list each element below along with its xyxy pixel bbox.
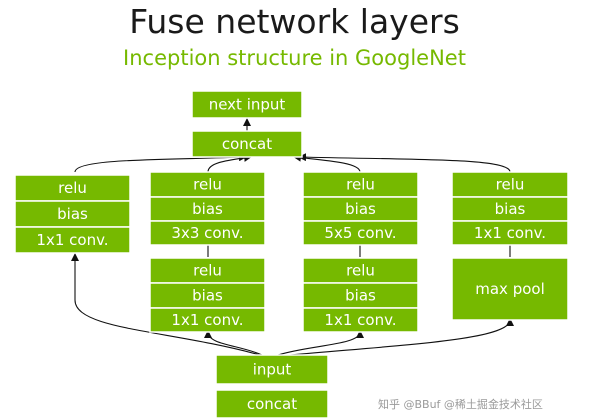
b2-relu-bot-label: relu <box>193 262 222 280</box>
connector-branch2-to-concat <box>207 153 252 173</box>
diagram-title: Fuse network layers <box>129 2 460 41</box>
box-concat-bottom-label: concat <box>247 395 297 413</box>
b3-conv-top-label: 5x5 conv. <box>324 224 396 242</box>
box-next-input-label: next input <box>209 96 286 114</box>
connector-branch1-to-concat <box>74 153 247 173</box>
watermark: 知乎 @BBuf @稀土掘金技术社区 <box>378 398 543 411</box>
connector-branch4-to-concat <box>298 153 511 173</box>
box-next-input: next input <box>191 90 303 119</box>
connector-input-to-branch2 <box>204 330 263 356</box>
b4-pool-label: max pool <box>475 280 545 298</box>
b1-relu-label: relu <box>58 179 87 197</box>
connector-input-to-branch4 <box>289 318 514 356</box>
connectors <box>71 118 514 356</box>
connector-input-to-branch3 <box>277 330 364 356</box>
b2-conv-bot-label: 1x1 conv. <box>171 311 243 329</box>
branch-4: relu bias 1x1 conv. max pool <box>451 171 569 321</box>
box-input-label: input <box>253 361 292 379</box>
b4-conv-label: 1x1 conv. <box>474 224 546 242</box>
b3-bias-top-label: bias <box>345 200 376 218</box>
box-concat-top-label: concat <box>222 135 272 153</box>
b2-bias-top-label: bias <box>192 200 223 218</box>
b4-bias-label: bias <box>495 200 526 218</box>
b3-conv-bot-label: 1x1 conv. <box>324 311 396 329</box>
box-input: input <box>215 354 329 385</box>
b2-relu-top-label: relu <box>193 176 222 194</box>
b4-relu-label: relu <box>496 176 525 194</box>
b3-relu-top-label: relu <box>346 176 375 194</box>
connector-branch3-to-concat <box>293 153 361 173</box>
diagram-subtitle: Inception structure in GoogleNet <box>123 46 466 70</box>
b1-conv-label: 1x1 conv. <box>36 231 108 249</box>
box-concat-top: concat <box>191 130 303 158</box>
b2-conv-top-label: 3x3 conv. <box>171 224 243 242</box>
b3-relu-bot-label: relu <box>346 262 375 280</box>
box-concat-bottom: concat <box>215 389 329 419</box>
connector-input-to-branch1 <box>71 253 261 356</box>
b2-bias-bot-label: bias <box>192 287 223 305</box>
b3-bias-bot-label: bias <box>345 287 376 305</box>
branch-3: relu bias 5x5 conv. relu bias 1x1 conv. <box>302 171 419 333</box>
branch-1: relu bias 1x1 conv. <box>14 174 131 254</box>
branch-2: relu bias 3x3 conv. relu bias 1x1 conv. <box>149 171 266 333</box>
b1-bias-label: bias <box>57 205 88 223</box>
